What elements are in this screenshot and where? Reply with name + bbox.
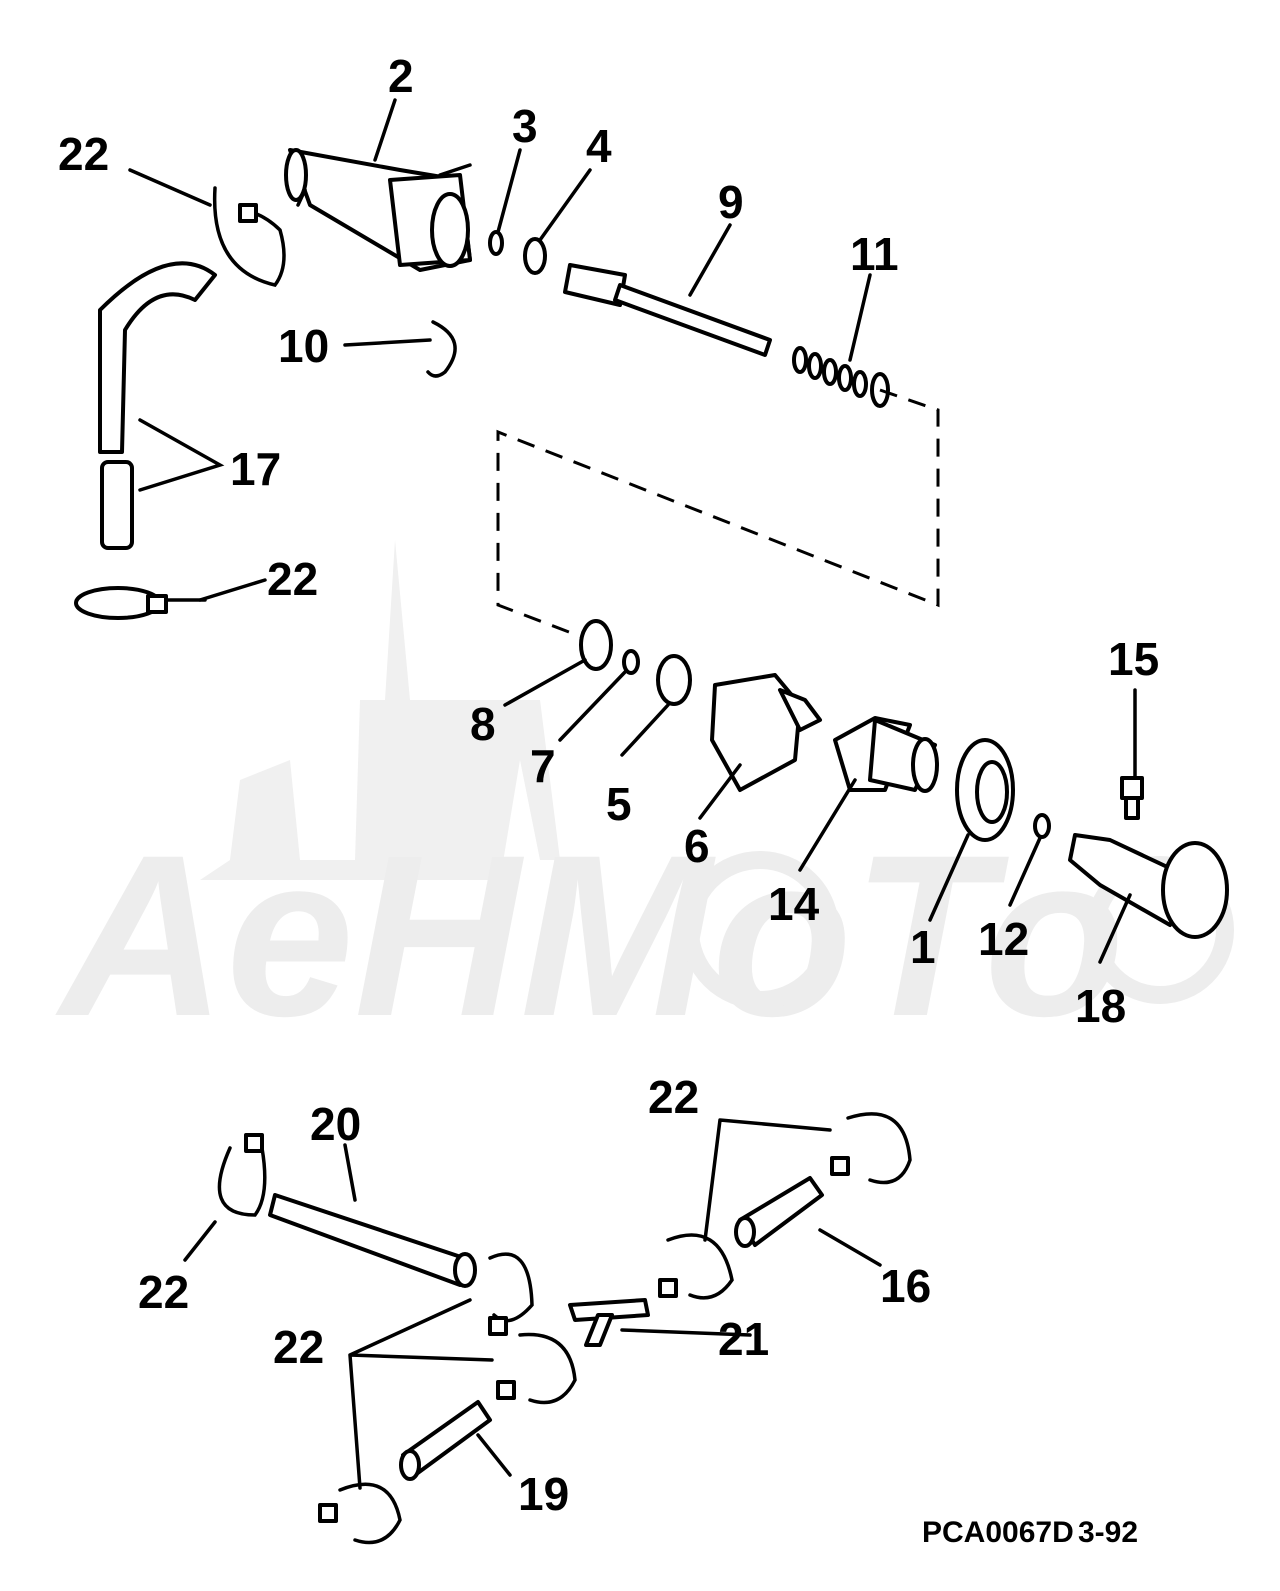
drawing-code: PCA0067D bbox=[922, 1516, 1074, 1549]
drawing-reference: PCA0067D 3-92 bbox=[922, 1516, 1138, 1549]
callout-10: 10 bbox=[278, 320, 329, 372]
callout-14: 14 bbox=[768, 878, 820, 930]
callout-21: 21 bbox=[718, 1313, 769, 1365]
callout-2: 2 bbox=[388, 50, 414, 102]
clamp-22-mid-left bbox=[74, 586, 207, 620]
callout-7: 7 bbox=[530, 740, 556, 792]
part-1-plate bbox=[955, 738, 1015, 842]
part-8-disc bbox=[579, 619, 613, 671]
callout-9: 9 bbox=[718, 176, 744, 228]
callout-20: 20 bbox=[310, 1098, 361, 1150]
watermark-text: AeHMoTo bbox=[55, 807, 1125, 1064]
part-20-hose bbox=[268, 1193, 477, 1288]
callout-22-a: 22 bbox=[58, 128, 109, 180]
callout-4: 4 bbox=[586, 120, 612, 172]
assembly-guide bbox=[496, 388, 940, 642]
part-4-oring bbox=[523, 237, 547, 275]
callout-12: 12 bbox=[978, 913, 1029, 965]
callout-11: 11 bbox=[850, 228, 899, 280]
part-9-shaft bbox=[563, 263, 772, 357]
clamp-22-bottom-b bbox=[488, 1252, 534, 1336]
part-7-oring bbox=[622, 649, 640, 675]
part-18-bulb bbox=[1068, 833, 1229, 939]
part-17-hoses bbox=[98, 261, 217, 550]
callout-22-d: 22 bbox=[138, 1266, 189, 1318]
callouts: 1 2 3 4 5 6 7 8 9 10 11 12 14 15 16 17 1… bbox=[58, 50, 1159, 1520]
callout-22-e: 22 bbox=[273, 1321, 324, 1373]
part-6-valve bbox=[710, 673, 822, 792]
callout-16: 16 bbox=[880, 1260, 931, 1312]
callout-3: 3 bbox=[512, 100, 538, 152]
callout-22-c: 22 bbox=[648, 1071, 699, 1123]
clamp-22-top-left bbox=[212, 186, 286, 287]
callout-15: 15 bbox=[1108, 633, 1159, 685]
callout-17: 17 bbox=[230, 443, 281, 495]
watermark: AeHMoTo bbox=[55, 540, 1234, 1064]
callout-6: 6 bbox=[684, 820, 710, 872]
clamp-22-bottom-a bbox=[217, 1133, 267, 1217]
part-19-hose bbox=[399, 1400, 492, 1481]
clamp-22-bottom-d bbox=[318, 1482, 402, 1545]
leader-lines bbox=[128, 98, 1137, 1490]
part-16-hose bbox=[734, 1176, 824, 1248]
revision-date: 3-92 bbox=[1078, 1516, 1138, 1549]
callout-5: 5 bbox=[606, 778, 632, 830]
clamp-22-bottom-f bbox=[830, 1112, 912, 1185]
clamp-22-bottom-e bbox=[658, 1233, 734, 1300]
clamp-22-bottom-c bbox=[496, 1332, 577, 1405]
callout-1: 1 bbox=[910, 921, 936, 973]
part-12-oring bbox=[1033, 813, 1051, 839]
callout-22-b: 22 bbox=[267, 553, 318, 605]
callout-19: 19 bbox=[518, 1468, 569, 1520]
part-5-oring bbox=[656, 654, 692, 706]
part-14-fitting bbox=[833, 716, 939, 793]
callout-18: 18 bbox=[1075, 980, 1126, 1032]
part-11-spring bbox=[792, 346, 890, 408]
part-10-clip bbox=[426, 320, 457, 378]
part-2-body bbox=[284, 148, 472, 272]
callout-8: 8 bbox=[470, 698, 496, 750]
part-3-oring bbox=[488, 230, 504, 256]
part-21-tee bbox=[568, 1298, 650, 1347]
part-15-screw bbox=[1120, 776, 1144, 820]
